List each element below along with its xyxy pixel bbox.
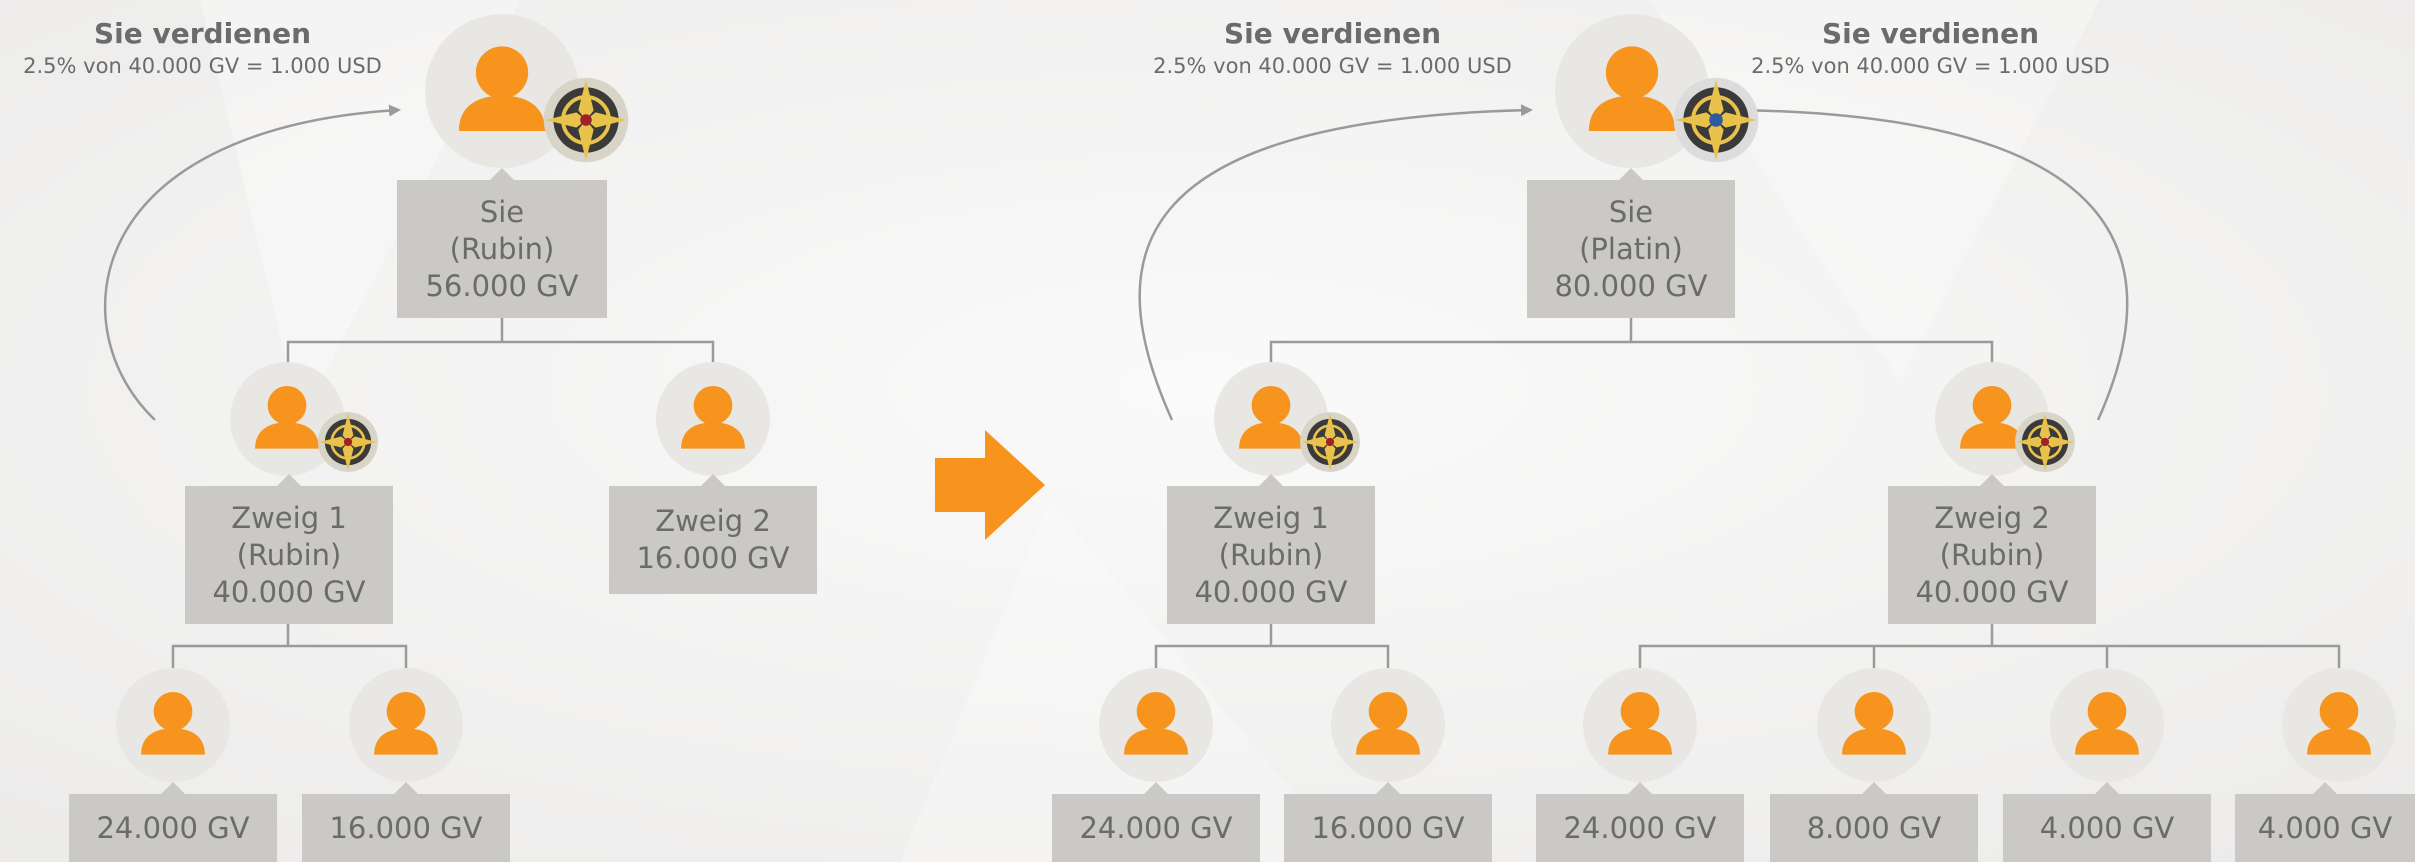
- earning-detail: 2.5% von 40.000 GV = 1.000 USD: [1751, 54, 2110, 78]
- earning-title: Sie verdienen: [1821, 17, 2040, 50]
- node-gv: 24.000 GV: [1563, 810, 1717, 845]
- rank-badge-icon: [1300, 412, 1360, 472]
- node-gv: 40.000 GV: [1194, 574, 1348, 609]
- person-icon: [458, 46, 546, 132]
- avatar-leaf-after: [2282, 668, 2396, 782]
- node-leaf-before: 24.000 GV: [69, 782, 277, 862]
- node-gv: 16.000 GV: [1311, 810, 1465, 845]
- node-branch1-before: Zweig 1 (Rubin) 40.000 GV: [185, 474, 393, 624]
- rank-badge-icon: [1673, 77, 1759, 163]
- rank-badge-icon: [318, 412, 378, 472]
- node-name: Sie: [1608, 194, 1654, 229]
- node-branch2-after: Zweig 2 (Rubin) 40.000 GV: [1888, 474, 2096, 624]
- node-name: Zweig 2: [1934, 500, 2050, 535]
- avatar-leaf-after: [1099, 668, 1213, 782]
- node-gv: 16.000 GV: [329, 810, 483, 845]
- avatar-leaf-after: [1817, 668, 1931, 782]
- node-gv: 40.000 GV: [1915, 574, 2069, 609]
- node-gv: 80.000 GV: [1554, 268, 1708, 303]
- node-branch1-after: Zweig 1 (Rubin) 40.000 GV: [1167, 474, 1375, 624]
- node-leaf-after: 24.000 GV: [1052, 782, 1260, 862]
- person-icon: [1356, 691, 1420, 755]
- node-gv: 4.000 GV: [2039, 810, 2175, 845]
- earning-label-after-right: Sie verdienen 2.5% von 40.000 GV = 1.000…: [1728, 16, 2133, 80]
- node-gv: 8.000 GV: [1806, 810, 1942, 845]
- rank-badge-icon: [543, 77, 629, 163]
- earning-title: Sie verdienen: [93, 17, 312, 50]
- person-icon: [1842, 691, 1906, 755]
- person-icon: [681, 385, 745, 449]
- person-icon: [2307, 691, 2371, 755]
- avatar-leaf-before: [116, 668, 230, 782]
- node-gv: 24.000 GV: [1079, 810, 1233, 845]
- earning-detail: 2.5% von 40.000 GV = 1.000 USD: [1153, 54, 1512, 78]
- node-rank: (Platin): [1579, 231, 1683, 266]
- node-rank: (Rubin): [1939, 537, 2045, 572]
- person-icon: [1608, 691, 1672, 755]
- node-root-before: Sie (Rubin) 56.000 GV: [397, 168, 607, 318]
- node-rank: (Rubin): [1218, 537, 1324, 572]
- node-branch2-before: Zweig 2 16.000 GV: [609, 474, 817, 594]
- person-icon: [1239, 385, 1303, 449]
- rank-badge-icon: [2015, 412, 2075, 472]
- node-name: Zweig 1: [231, 500, 347, 535]
- node-name: Zweig 1: [1213, 500, 1329, 535]
- earning-label-after-left: Sie verdienen 2.5% von 40.000 GV = 1.000…: [1130, 16, 1535, 80]
- node-gv: 4.000 GV: [2257, 810, 2393, 845]
- person-icon: [2075, 691, 2139, 755]
- person-icon: [1960, 385, 2024, 449]
- earning-title: Sie verdienen: [1223, 17, 1442, 50]
- node-name: Sie: [479, 194, 525, 229]
- node-rank: (Rubin): [449, 231, 555, 266]
- node-leaf-after: 16.000 GV: [1284, 782, 1492, 862]
- person-icon: [255, 385, 319, 449]
- node-leaf-before: 16.000 GV: [302, 782, 510, 862]
- person-icon: [1588, 46, 1676, 132]
- node-name: Zweig 2: [655, 504, 771, 538]
- node-leaf-after: 8.000 GV: [1770, 782, 1978, 862]
- node-gv: 16.000 GV: [636, 541, 790, 575]
- person-icon: [141, 691, 205, 755]
- node-gv: 56.000 GV: [425, 268, 579, 303]
- node-leaf-after: 4.000 GV: [2003, 782, 2211, 862]
- node-gv: 40.000 GV: [212, 574, 366, 609]
- avatar-leaf-before: [349, 668, 463, 782]
- node-rank: (Rubin): [236, 537, 342, 572]
- earning-detail: 2.5% von 40.000 GV = 1.000 USD: [23, 54, 382, 78]
- person-icon: [374, 691, 438, 755]
- earning-label-before: Sie verdienen 2.5% von 40.000 GV = 1.000…: [0, 16, 405, 80]
- node-gv: 24.000 GV: [96, 810, 250, 845]
- node-leaf-after: 24.000 GV: [1536, 782, 1744, 862]
- person-icon: [1124, 691, 1188, 755]
- avatar-leaf-after: [1331, 668, 1445, 782]
- node-leaf-after: 4.000 GV: [2235, 782, 2415, 862]
- node-root-after: Sie (Platin) 80.000 GV: [1527, 168, 1735, 318]
- avatar-leaf-after: [2050, 668, 2164, 782]
- avatar-branch2-before: [656, 362, 770, 476]
- avatar-leaf-after: [1583, 668, 1697, 782]
- arrow-right-icon: [935, 430, 1045, 540]
